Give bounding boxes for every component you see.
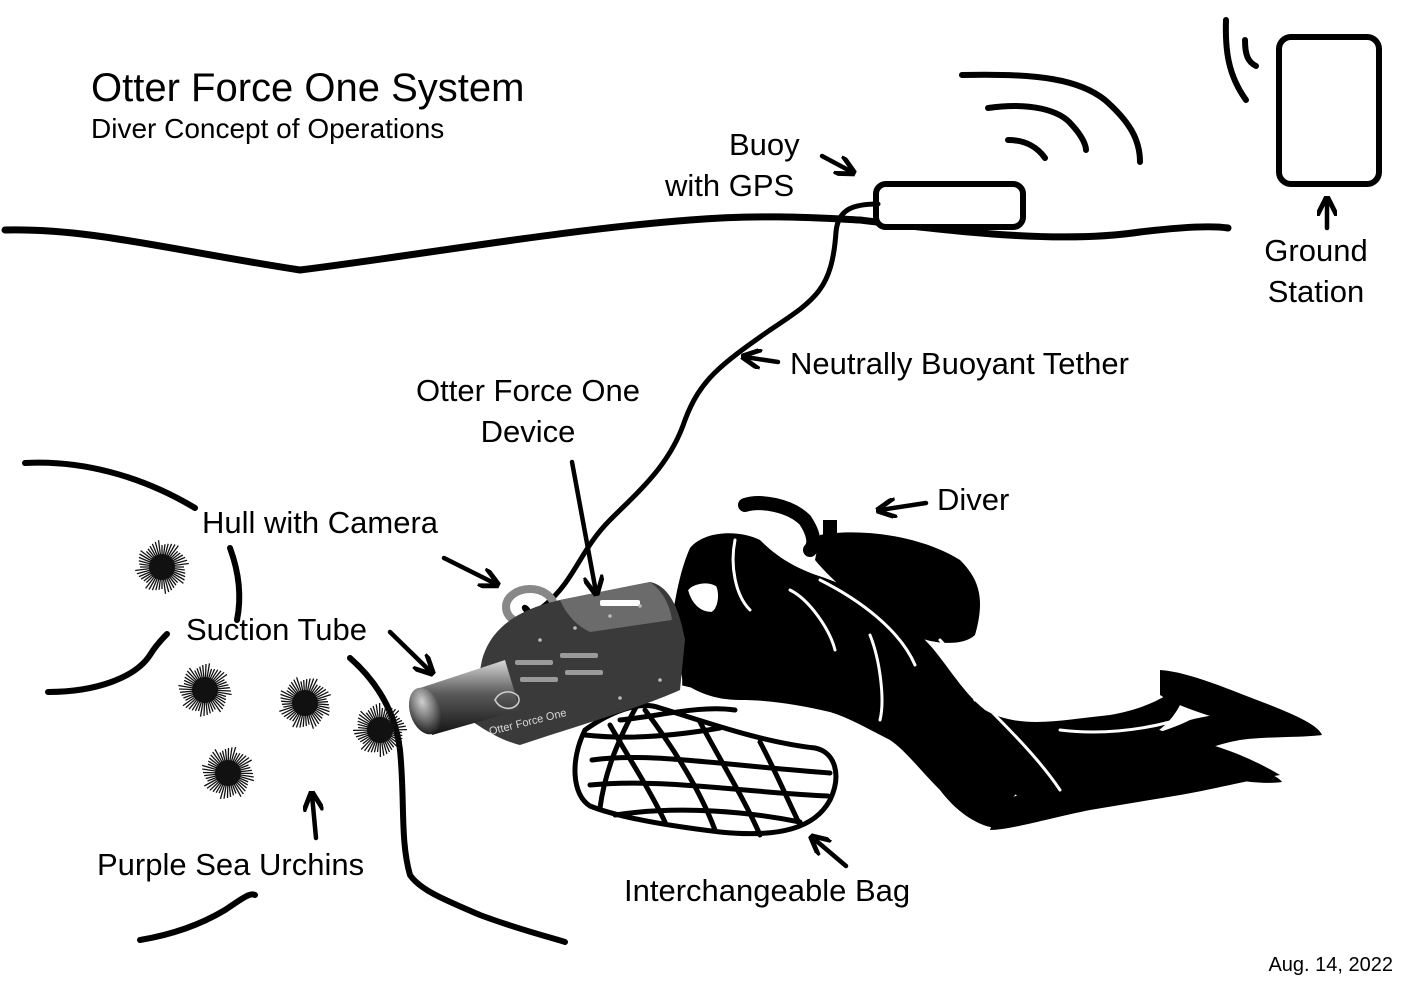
buoy-label-line1: Buoy <box>729 127 800 162</box>
interchangeable-bag <box>572 697 839 838</box>
date-stamp: Aug. 14, 2022 <box>1268 954 1393 976</box>
bag-label: Interchangeable Bag <box>624 873 911 908</box>
tether-line <box>521 201 881 615</box>
sea-urchin-icon <box>201 746 255 800</box>
sea-urchin-icon <box>135 540 189 594</box>
suction-arrow <box>387 629 431 672</box>
device-label-line2: Device <box>480 414 576 449</box>
urchins-label: Purple Sea Urchins <box>97 847 365 882</box>
bag-arrow <box>813 838 849 869</box>
tether-arrow <box>745 357 781 362</box>
sea-urchin-icon <box>279 677 331 729</box>
hull-arrow <box>441 555 496 584</box>
buoy-shape <box>873 181 1026 230</box>
hull-label: Hull with Camera <box>202 505 439 540</box>
diagram-subtitle: Diver Concept of Operations <box>91 113 445 144</box>
suction-tube-label: Suction Tube <box>186 612 367 647</box>
diver-arrow <box>880 503 929 510</box>
diagram-title: Otter Force One System <box>91 66 525 110</box>
diver-label: Diver <box>937 482 1010 517</box>
radio-waves <box>959 71 1143 165</box>
otter-logo-icon <box>494 691 520 710</box>
annotation-arrows <box>312 153 1327 869</box>
diver-silhouette <box>608 496 1322 830</box>
ground-station-label-line1: Ground <box>1264 233 1368 268</box>
device-arrow <box>569 459 596 592</box>
ground-station-label-line2: Station <box>1267 274 1365 309</box>
sea-urchin-icon <box>352 702 408 758</box>
sea-urchin-icon <box>178 663 232 717</box>
ground-station-antenna <box>1222 17 1259 103</box>
buoy-label-line2: with GPS <box>665 168 795 203</box>
urchins-arrow <box>312 795 316 841</box>
otter-force-one-device: Otter Force One <box>408 582 685 745</box>
water-surface-line <box>1 213 1232 274</box>
ground-station-shape <box>1276 34 1382 187</box>
buoy-arrow <box>819 153 852 172</box>
device-label-line1: Otter Force One <box>416 373 640 408</box>
tether-label: Neutrally Buoyant Tether <box>790 346 1129 381</box>
sea-urchins <box>135 540 408 800</box>
